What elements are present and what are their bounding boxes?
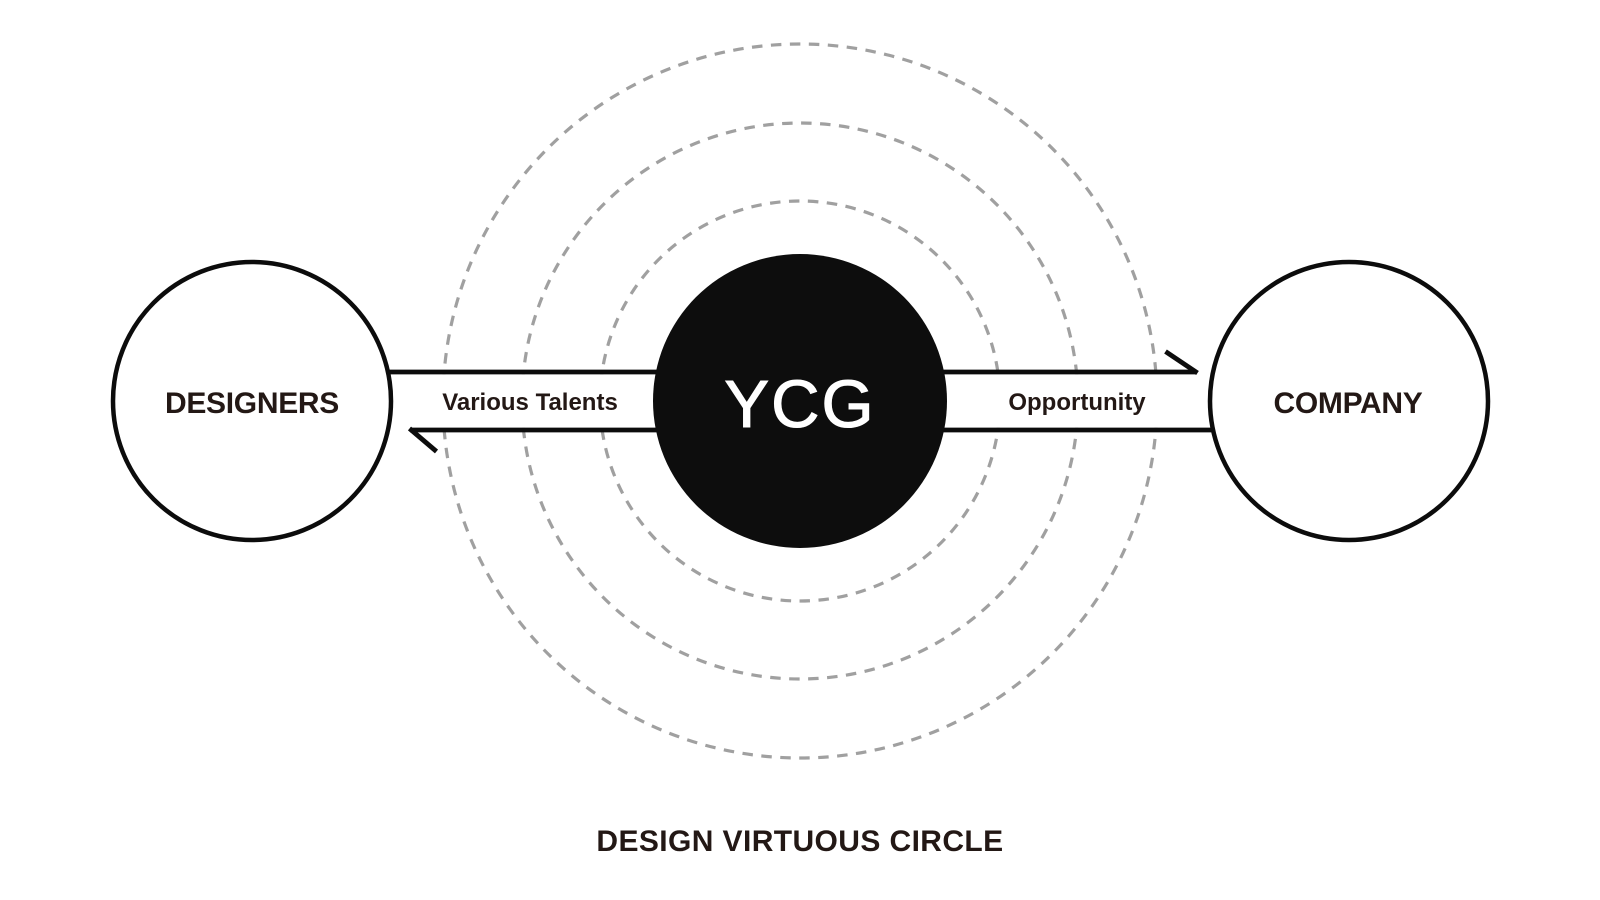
company-circle [1207,259,1491,543]
ycg-label: YCG [724,367,875,442]
right-flow-label: Opportunity [1008,389,1146,416]
diagram-caption: DESIGN VIRTUOUS CIRCLE [596,825,1003,858]
bottom-arrow-head [407,426,439,454]
company-label: COMPANY [1273,387,1422,420]
designers-circle [110,259,394,543]
designers-label: DESIGNERS [165,387,339,420]
left-flow-label: Various Talents [442,389,618,416]
ycg-circle [653,254,947,548]
top-arrow-head [1164,349,1199,375]
